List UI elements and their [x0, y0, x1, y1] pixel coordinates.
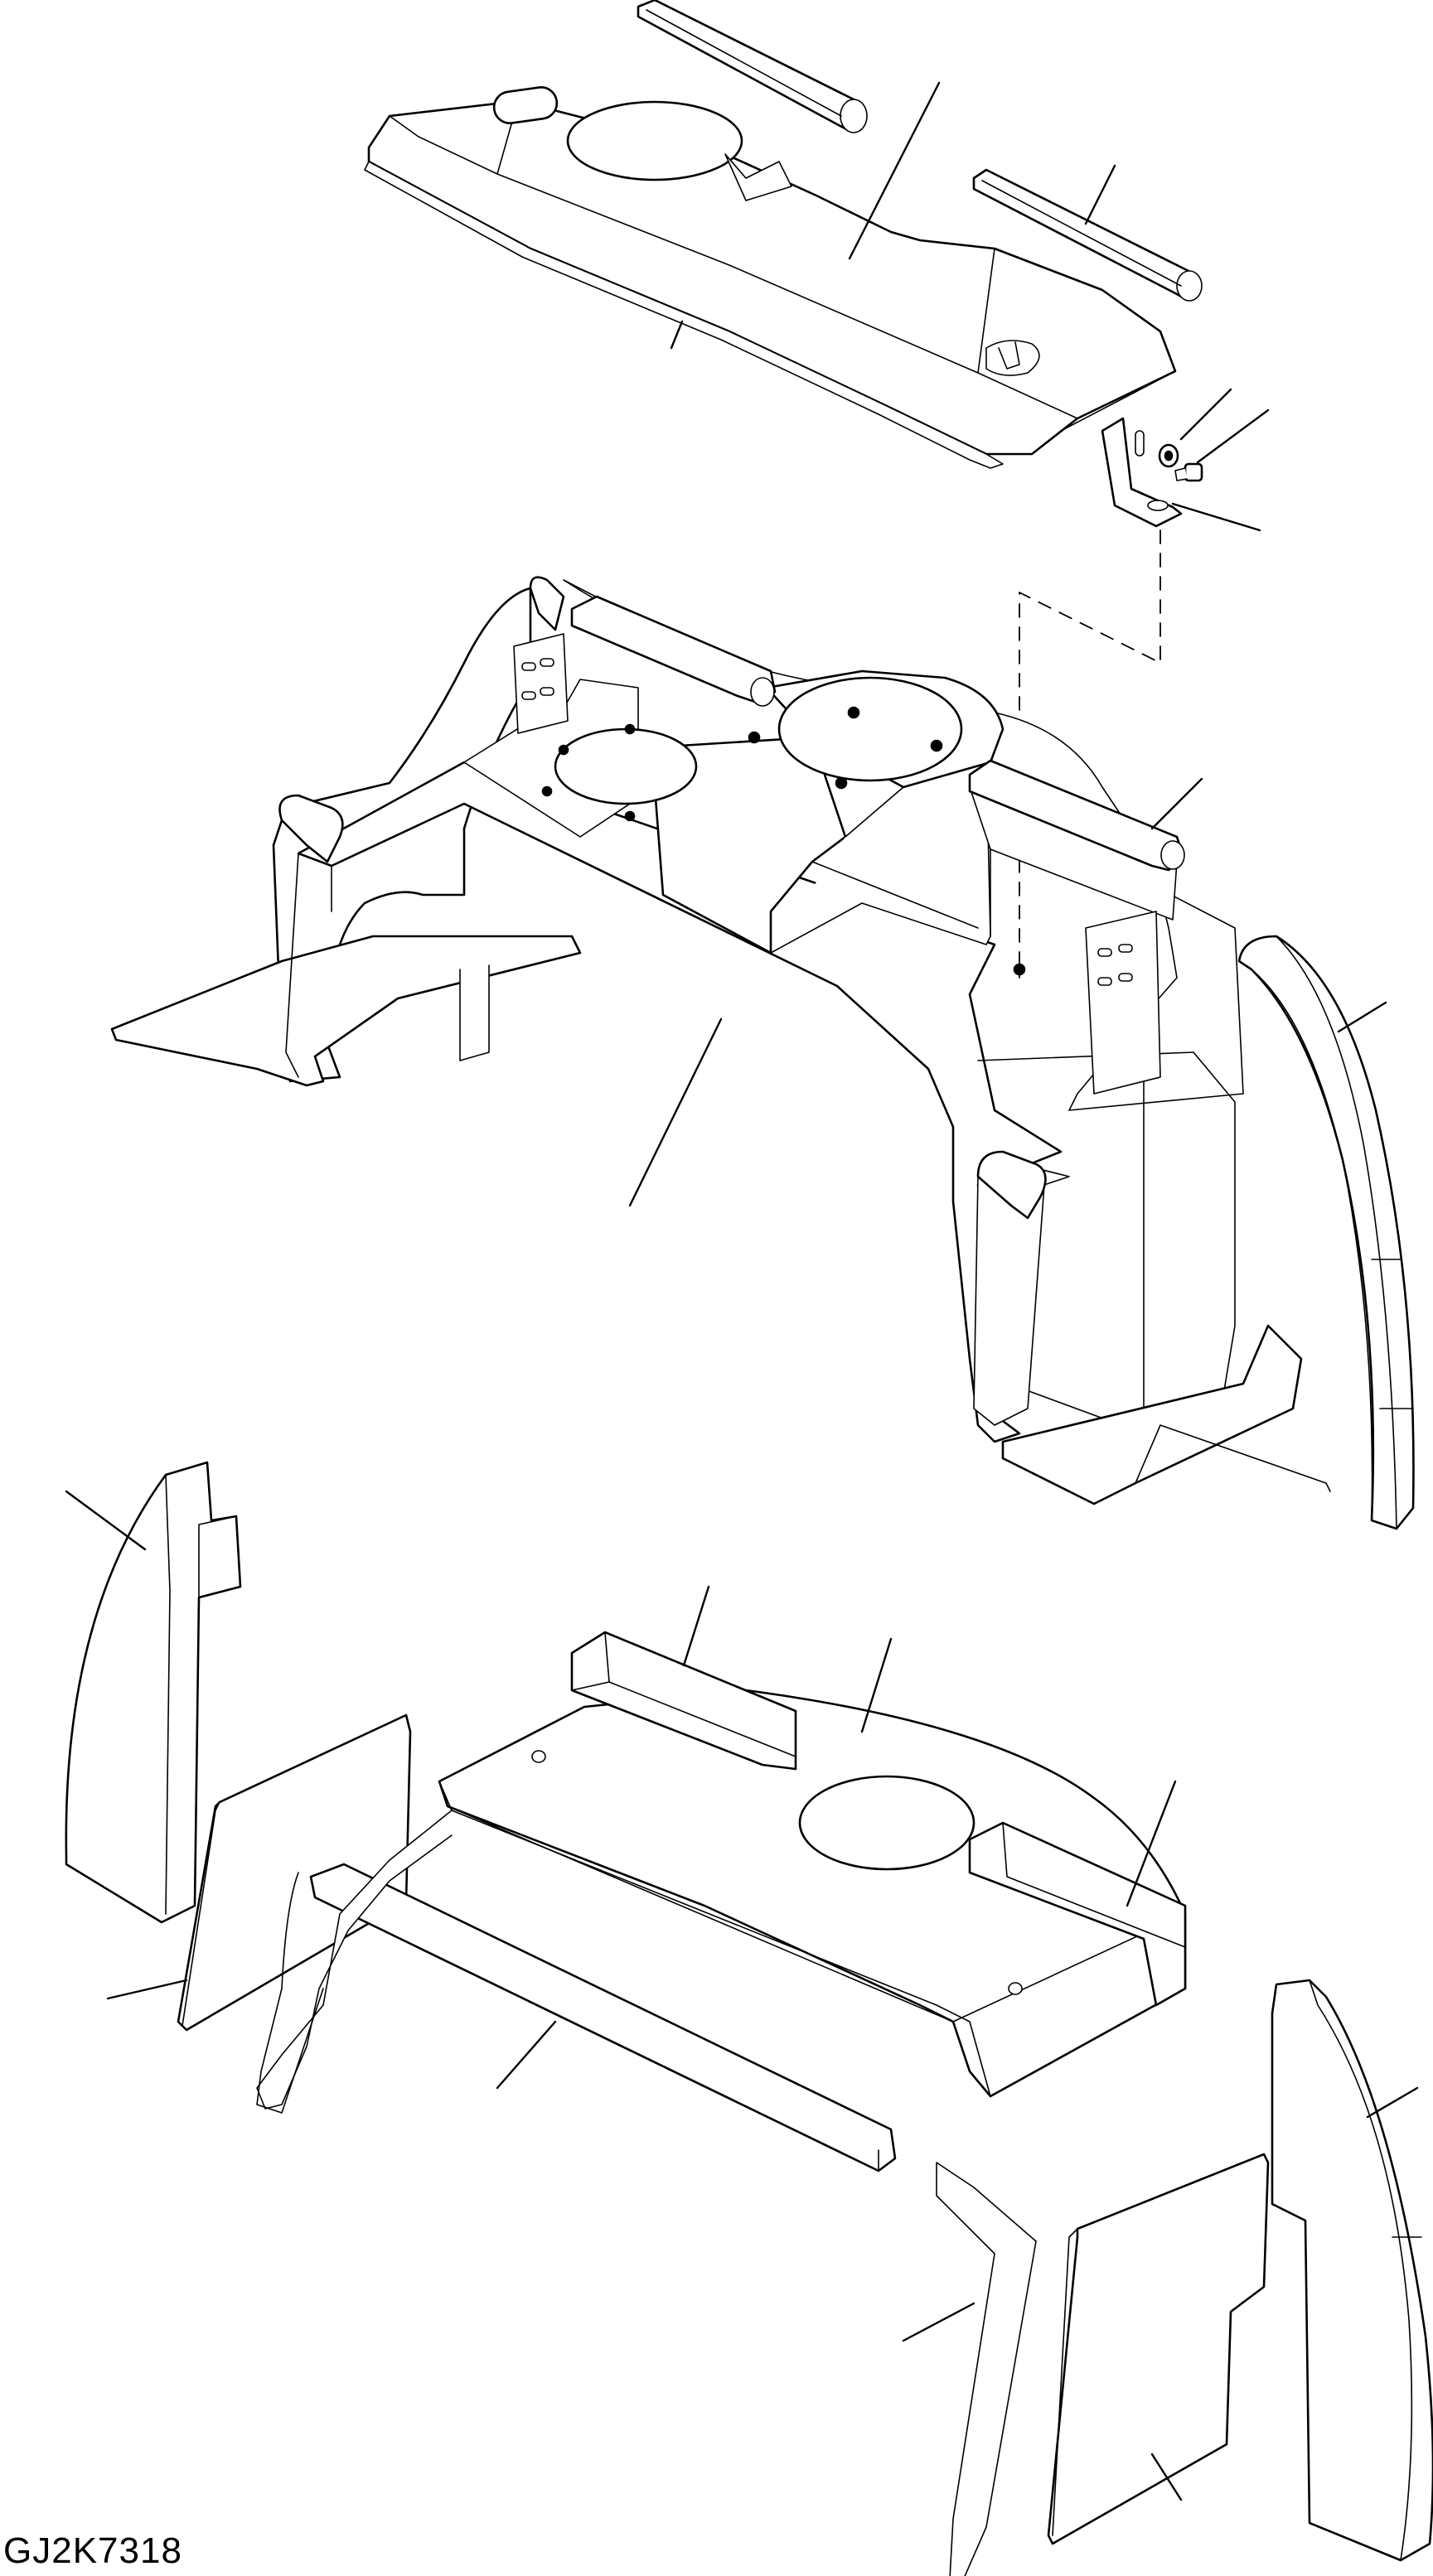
callout-leader-lines — [65, 81, 1419, 2501]
washer[interactable] — [1158, 443, 1179, 468]
top-cover-panel[interactable] — [364, 85, 1177, 469]
insulation-plate-left[interactable] — [177, 1713, 412, 2032]
insulation-front-strip[interactable] — [309, 1863, 897, 2172]
mounting-bracket[interactable] — [1101, 417, 1183, 528]
insulation-side-right[interactable] — [1271, 1979, 1433, 2562]
seal-rod-right[interactable] — [972, 168, 1203, 302]
insulation-block-upper[interactable] — [570, 1631, 797, 1771]
insulation-block-right[interactable] — [968, 1821, 1187, 2007]
frame-seal-right[interactable] — [968, 759, 1185, 872]
floor-frame-assembly[interactable] — [110, 576, 1331, 1505]
insulation-plate-right[interactable] — [1047, 2153, 1270, 2545]
insulation-side-left[interactable] — [65, 1461, 242, 1924]
alignment-dashed-line — [1019, 529, 1161, 979]
arc-side-panel-upper-right[interactable] — [1237, 935, 1415, 1530]
seal-rod-left[interactable] — [637, 0, 868, 133]
insulation-lower-right-strip[interactable] — [936, 2162, 1037, 2576]
drawing-code-label: GJ2K7318 — [3, 2530, 182, 2571]
bolt[interactable] — [1174, 462, 1203, 482]
insulation-lower-left-foot[interactable] — [256, 1872, 324, 2114]
frame-seal-left[interactable] — [570, 595, 777, 707]
